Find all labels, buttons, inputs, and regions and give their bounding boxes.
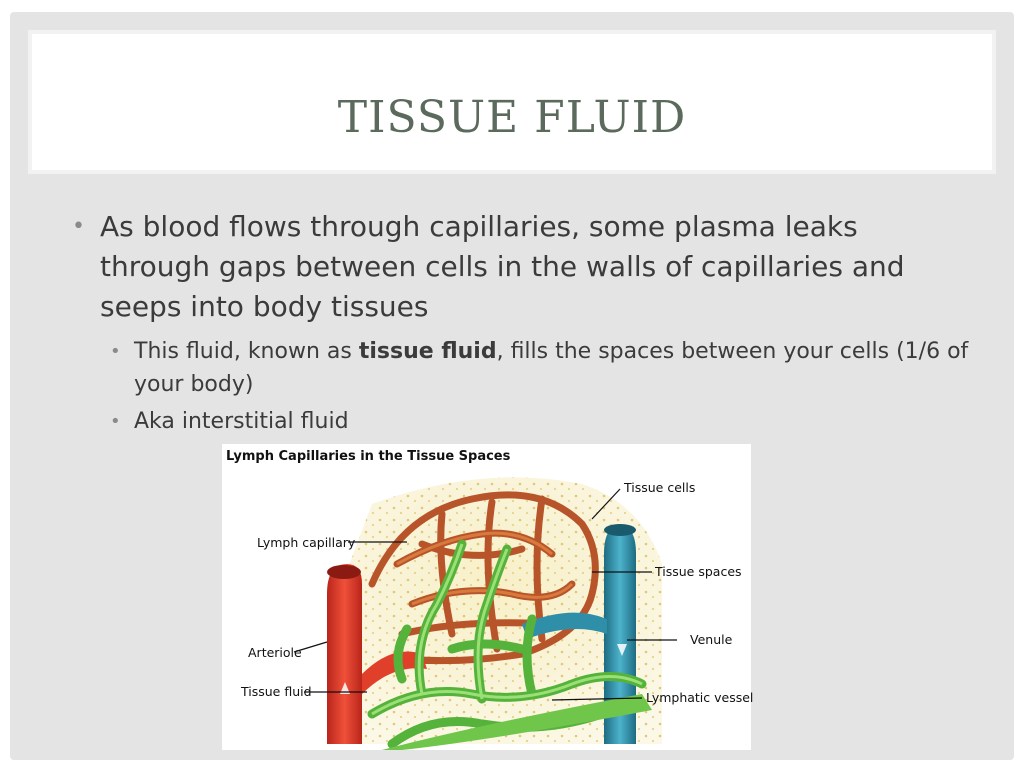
- sub-bullet-2-text: Aka interstitial fluid: [134, 409, 349, 434]
- bullet-dot-icon: •: [110, 411, 121, 432]
- sub-bullet-1-before: This fluid, known as: [134, 339, 359, 364]
- label-lymph-capillary: Lymph capillary: [257, 535, 356, 550]
- lymph-capillaries-figure: Lymph Capillaries in the Tissue Spaces T…: [222, 444, 754, 750]
- label-tissue-cells: Tissue cells: [624, 480, 696, 495]
- bullet-dot-icon: •: [72, 214, 85, 239]
- sub-bullet-2: • Aka interstitial fluid: [70, 405, 970, 438]
- sub-bullet-1: • This fluid, known as tissue fluid, fil…: [70, 335, 970, 401]
- label-lymphatic-vessel: Lymphatic vessel: [646, 690, 754, 705]
- label-venule: Venule: [690, 632, 733, 647]
- label-tissue-fluid: Tissue fluid: [241, 684, 312, 699]
- bullet-dot-icon: •: [110, 341, 121, 362]
- label-tissue-spaces: Tissue spaces: [655, 564, 742, 579]
- lymph-diagram-illustration: [293, 477, 677, 750]
- label-arteriole: Arteriole: [248, 645, 302, 660]
- title-box: TISSUE FLUID: [32, 34, 992, 170]
- bullet-list: • As blood flows through capillaries, so…: [70, 207, 970, 438]
- bullet-main: • As blood flows through capillaries, so…: [70, 207, 970, 327]
- slide: TISSUE FLUID • As blood flows through ca…: [10, 12, 1014, 760]
- slide-title: TISSUE FLUID: [337, 92, 687, 143]
- figure-title: Lymph Capillaries in the Tissue Spaces: [226, 449, 511, 464]
- sub-bullet-1-after: , fills the spaces between your cells (1…: [134, 339, 969, 397]
- sub-bullet-1-bold: tissue fluid: [358, 339, 497, 364]
- bullet-main-text: As blood flows through capillaries, some…: [100, 210, 905, 323]
